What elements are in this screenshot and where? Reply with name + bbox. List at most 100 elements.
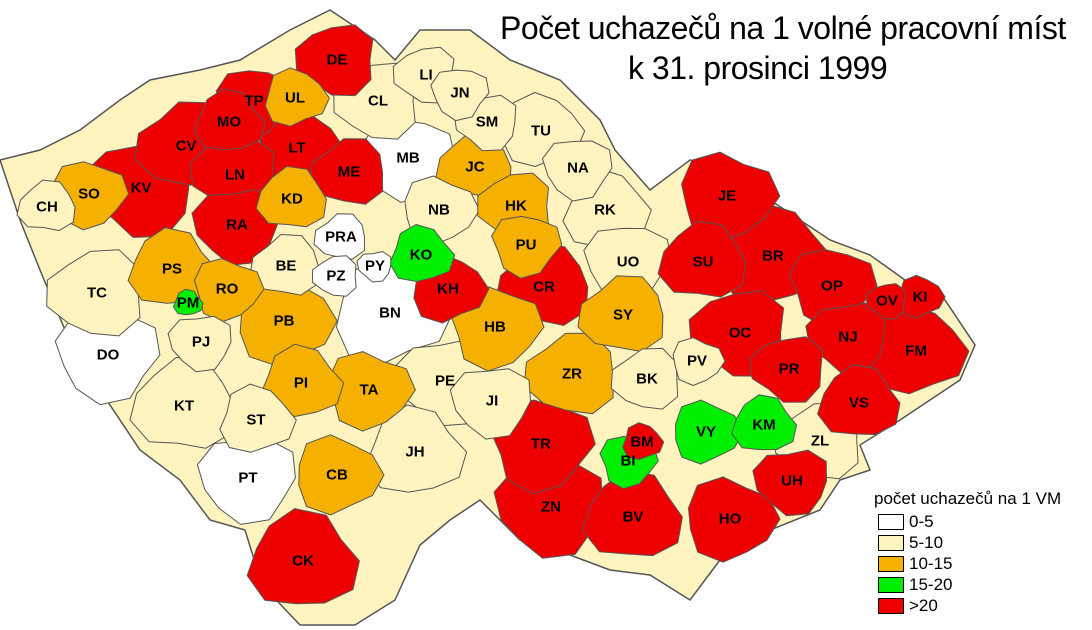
district-label-zr: ZR: [562, 366, 582, 383]
legend-swatch: [878, 597, 904, 614]
district-pi: [260, 343, 345, 417]
district-ji: [449, 368, 532, 440]
district-bk: [610, 347, 679, 410]
district-label-ul: UL: [285, 90, 305, 107]
district-label-mo: MO: [217, 114, 241, 131]
district-label-pz: PZ: [326, 268, 345, 285]
district-label-cr: CR: [533, 279, 555, 296]
district-label-hb: HB: [484, 319, 506, 336]
district-label-ck: CK: [292, 553, 314, 570]
district-label-me: ME: [338, 164, 361, 181]
district-label-ho: HO: [719, 511, 742, 528]
district-pz: [311, 255, 357, 297]
district-ch: [16, 179, 76, 232]
district-label-ko: KO: [410, 247, 433, 264]
district-label-uh: UH: [781, 473, 803, 490]
district-label-sm: SM: [476, 114, 499, 131]
district-label-pe: PE: [435, 373, 455, 390]
district-label-zn: ZN: [541, 499, 561, 516]
district-mo: [193, 88, 266, 151]
district-pm: [173, 288, 204, 316]
district-label-li: LI: [419, 67, 432, 84]
district-pu: [491, 215, 563, 279]
district-label-tp: TP: [244, 93, 263, 110]
district-label-kh: KH: [437, 281, 459, 298]
district-label-ki: KI: [913, 289, 928, 306]
district-label-jh: JH: [405, 444, 424, 461]
district-label-su: SU: [693, 254, 714, 271]
district-label-so: SO: [78, 186, 100, 203]
district-label-na: NA: [567, 160, 589, 177]
district-label-jn: JN: [450, 85, 469, 102]
district-label-ov: OV: [876, 293, 898, 310]
district-label-nj: NJ: [838, 329, 857, 346]
legend-item-0-5: 0-5: [878, 511, 1061, 532]
legend-title: počet uchazečů na 1 VM: [874, 489, 1062, 508]
district-label-cl: CL: [368, 93, 388, 110]
district-label-tr: TR: [531, 436, 551, 453]
district-label-st: ST: [246, 412, 265, 429]
district-ul: [264, 67, 330, 127]
legend-label: 15-20: [909, 574, 953, 594]
district-label-kv: KV: [131, 180, 152, 197]
district-label-bn: BN: [379, 305, 401, 322]
district-label-pj: PJ: [192, 334, 210, 351]
district-label-zl: ZL: [811, 433, 829, 450]
map-title-line2: k 31. prosinci 1999: [628, 50, 888, 86]
district-na: [542, 140, 613, 202]
district-km: [731, 394, 797, 451]
district-kd: [255, 165, 327, 228]
district-pra: [313, 213, 365, 260]
district-ho: [688, 476, 781, 563]
district-label-nb: NB: [428, 202, 450, 219]
legend-item-15-20: 15-20: [878, 574, 1061, 595]
district-label-kt: KT: [174, 398, 194, 415]
district-label-op: OP: [821, 278, 843, 295]
district-pr: [749, 336, 824, 403]
district-tc: [46, 249, 141, 337]
district-label-ra: RA: [226, 217, 248, 234]
district-label-pra: PRA: [325, 229, 357, 246]
district-label-bv: BV: [623, 509, 644, 526]
district-label-tc: TC: [87, 285, 107, 302]
legend-swatch: [878, 555, 904, 572]
district-label-de: DE: [327, 52, 348, 69]
district-ov: [865, 283, 906, 320]
legend-label: 5-10: [909, 532, 944, 552]
district-label-sy: SY: [613, 307, 633, 324]
legend-label: >20: [909, 595, 938, 615]
district-label-pm: PM: [177, 295, 200, 312]
map-title-line1: Počet uchazečů na 1 volné pracovní míst: [500, 10, 1066, 46]
legend-item-20plus: >20: [878, 595, 1061, 616]
district-label-ta: TA: [360, 382, 379, 399]
district-label-uo: UO: [617, 254, 640, 271]
legend-item-5-10: 5-10: [878, 532, 1061, 553]
district-label-kd: KD: [281, 191, 303, 208]
district-vy: [675, 399, 745, 465]
district-pj: [167, 315, 232, 373]
district-label-hk: HK: [505, 198, 527, 215]
district-me: [309, 138, 384, 205]
district-label-oc: OC: [729, 325, 752, 342]
district-uh: [752, 449, 827, 517]
district-label-ps: PS: [162, 261, 182, 278]
district-py: [356, 251, 392, 283]
district-je: [681, 151, 781, 243]
district-label-bk: BK: [636, 371, 658, 388]
district-label-cv: CV: [176, 138, 197, 155]
district-st: [219, 383, 297, 453]
district-jh: [365, 404, 468, 493]
district-label-ch: CH: [36, 199, 58, 216]
district-bm: [622, 422, 665, 460]
district-be: [249, 234, 319, 296]
district-label-br: BR: [762, 248, 784, 265]
district-label-pu: PU: [516, 237, 537, 254]
district-cb: [298, 434, 385, 516]
district-label-pr: PR: [779, 361, 800, 378]
district-label-km: KM: [752, 417, 775, 434]
district-vs: [817, 364, 901, 435]
district-label-ro: RO: [216, 281, 239, 298]
legend-item-10-15: 10-15: [878, 553, 1061, 574]
district-label-fm: FM: [905, 343, 927, 360]
